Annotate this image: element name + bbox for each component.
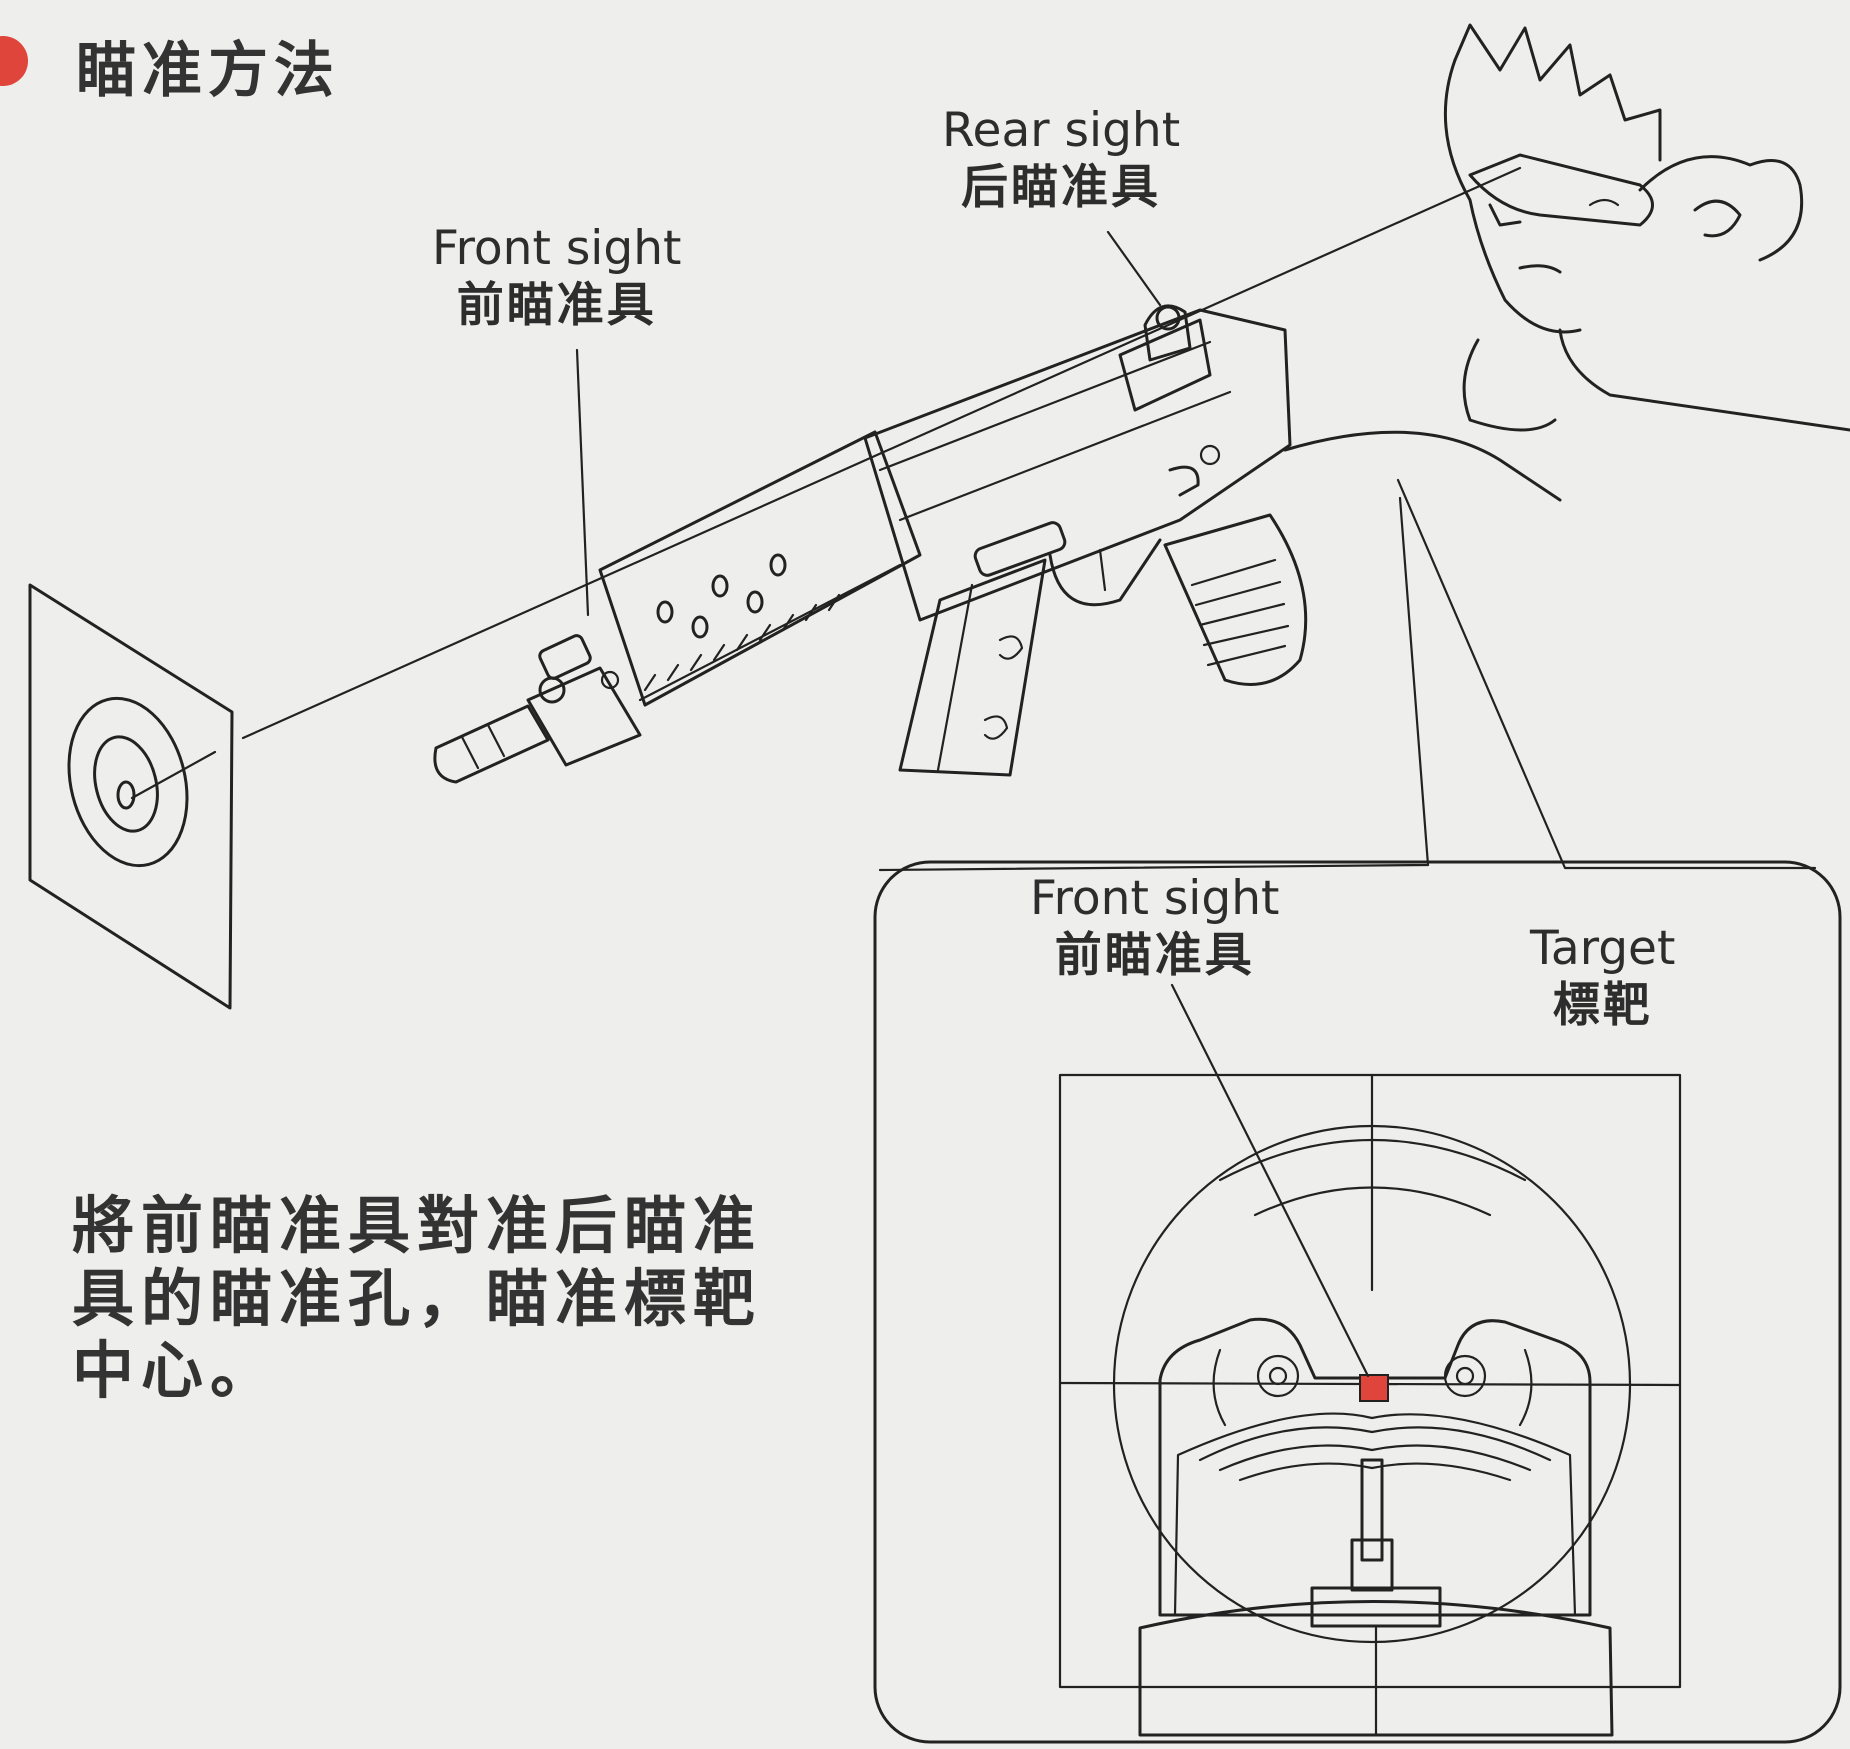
- section-title: 瞄准方法: [76, 36, 340, 106]
- rear-sight-label: Rear sight 后瞄准具: [942, 103, 1181, 216]
- inset-front-sight-label: Front sight 前瞄准具: [1030, 871, 1280, 984]
- shooter-figure: [1283, 23, 1850, 502]
- sight-picture: [1058, 983, 1682, 1737]
- rifle-icon: [433, 304, 1308, 784]
- front-sight-marker: [1359, 1374, 1389, 1402]
- instruction-text: 將前瞄准具對准后瞄准具的瞄准孔，瞄准標靶中心。: [72, 1189, 763, 1408]
- front-sight-label: Front sight 前瞄准具: [432, 221, 682, 334]
- target-label: Target 標靶: [1530, 921, 1676, 1034]
- zoom-line: [878, 496, 1430, 872]
- front-sight-callout: [575, 348, 590, 617]
- rear-sight-callout: [1106, 230, 1162, 307]
- zoom-line: [1396, 478, 1817, 870]
- inset-frame: [873, 860, 1842, 1744]
- target-board-icon: [28, 583, 234, 1010]
- inset-front-sight-callout: [1170, 983, 1370, 1378]
